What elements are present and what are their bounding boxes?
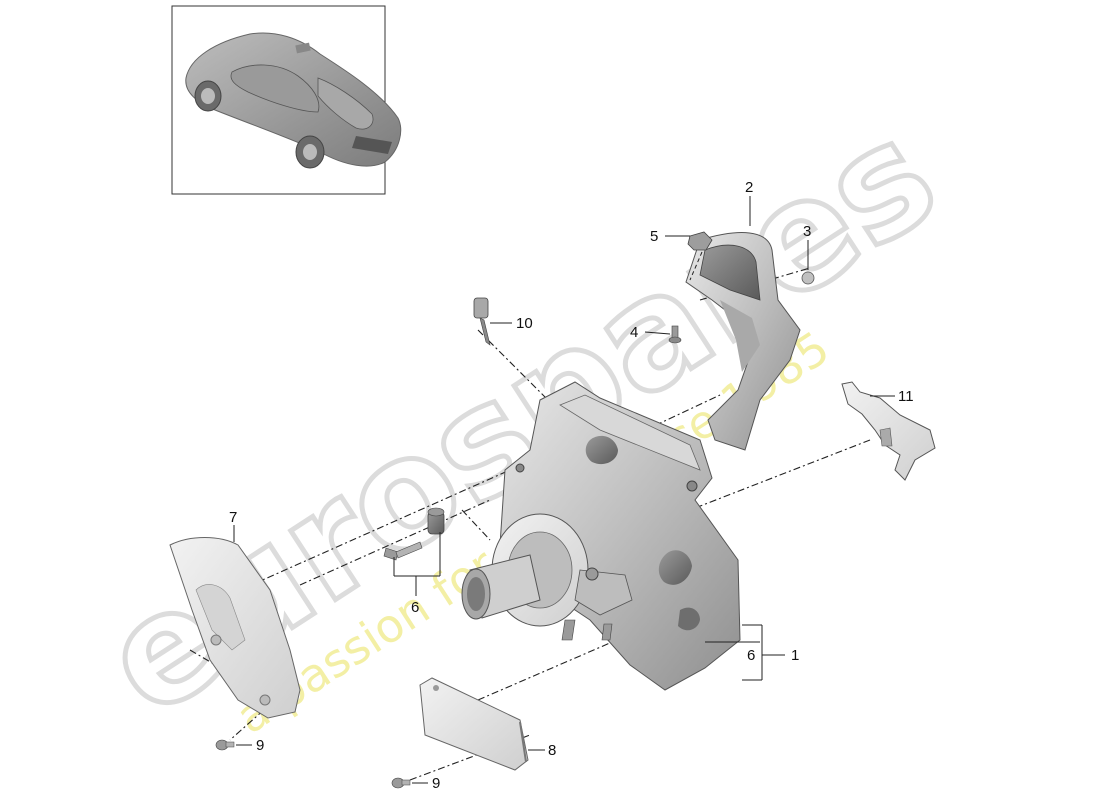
part-sensor — [473, 297, 491, 346]
callout-6-housing: 6 — [747, 647, 755, 664]
callout-leaders — [233, 196, 895, 784]
callout-10: 10 — [516, 315, 533, 332]
callout-11: 11 — [898, 388, 914, 405]
callout-3: 3 — [803, 223, 811, 240]
part-nut-3 — [801, 271, 815, 285]
callout-8: 8 — [548, 742, 556, 759]
callout-labels: 2 5 3 4 10 11 7 6 6 1 8 9 9 — [229, 179, 914, 792]
callout-6-bolt: 6 — [411, 599, 419, 616]
part-side-cover — [169, 537, 301, 719]
part-screw-9a — [215, 739, 235, 751]
part-clip-nut — [687, 231, 713, 281]
part-screw-9b — [391, 777, 411, 789]
car-thumbnail-icon — [185, 32, 402, 169]
part-bracket — [841, 381, 936, 481]
callout-9-left: 9 — [256, 737, 264, 754]
callout-5: 5 — [650, 228, 658, 245]
part-heat-shield — [685, 232, 801, 451]
part-gearbox-housing — [461, 381, 741, 691]
callout-7: 7 — [229, 509, 237, 526]
part-plate — [419, 677, 529, 771]
part-screw-4 — [668, 325, 682, 344]
callout-1: 1 — [791, 647, 799, 664]
callout-9-bottom: 9 — [432, 775, 440, 792]
car-thumbnail — [171, 5, 402, 195]
callout-4: 4 — [630, 324, 638, 341]
callout-2: 2 — [745, 179, 753, 196]
